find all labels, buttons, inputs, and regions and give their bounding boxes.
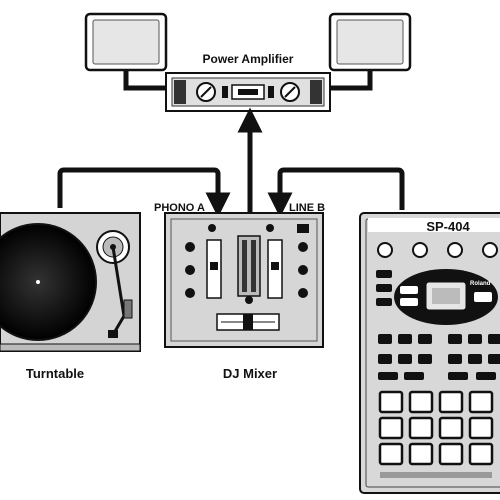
sampler-pads [378,390,494,466]
sampler-model-label: SP-404 [426,219,470,234]
sampler-to-mixer-cable [267,167,405,218]
connection-cables [57,107,405,218]
phono-a-label: PHONO A [154,202,205,214]
speaker-cables [123,70,373,91]
turntable-to-mixer-cable [57,167,231,218]
turntable-icon [0,212,141,352]
speaker-right-icon [328,12,412,72]
sampler-icon: SP-404 Roland [359,212,500,494]
speaker-left-icon [84,12,168,72]
power-amplifier-label: Power Amplifier [203,52,294,66]
turntable-label: Turntable [26,366,84,381]
dj-mixer-label: DJ Mixer [223,366,277,381]
line-b-label: LINE B [289,202,325,214]
sampler-brand-label: Roland [470,281,491,287]
amplifier-icon [165,72,331,112]
mixer-icon [164,212,324,348]
